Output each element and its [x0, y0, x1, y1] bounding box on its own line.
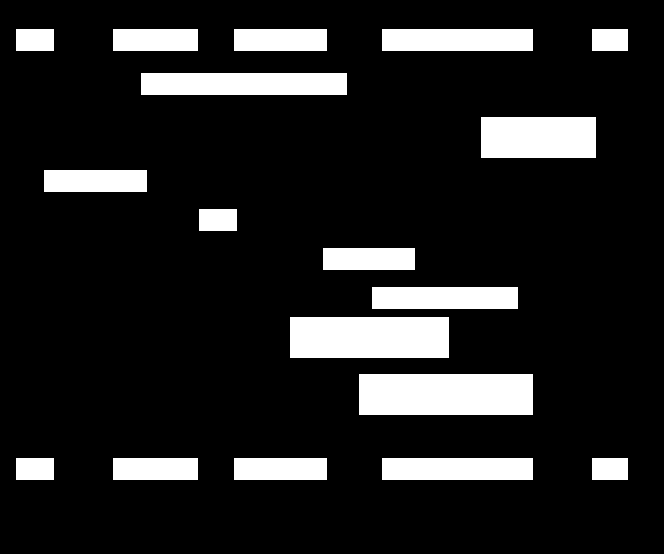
message-label-open-output-with-preferred-mixer-config: open output with preferred mixer config [290, 317, 449, 431]
message-line-1: cache preferred [483, 157, 589, 174]
lifeline-header-audioflinger-top: AudioFlinger [234, 29, 327, 86]
lifeline-header-hal-bottom: HAL [592, 458, 628, 515]
lifeline-header-audiotrack-top: AudioTrack [113, 29, 198, 86]
message-line-2: mixer attributes [483, 214, 586, 231]
lifeline-header-audiopolicymanager-top-label: AudioPolicyManager [384, 69, 522, 86]
message-label-set-preferred-mixer-attributes: setPreferredMixerAttributes [141, 73, 347, 130]
message-label-close-output: close output [323, 248, 415, 305]
lifeline-header-audiotrack-bottom: AudioTrack [113, 458, 198, 515]
message-label-close-output-stream: close output stream [372, 287, 518, 344]
message-label-open-output-stream-with-preferred-mixer-config: open output stream with preferred mixer … [359, 374, 533, 488]
message-line-1: open output with [314, 357, 425, 374]
lifeline-header-hal-top-label: HAL [594, 69, 624, 86]
lifeline-header-app-top-label: APP [18, 69, 49, 86]
message-label-start-playback: start playback [44, 170, 147, 227]
message-line-1: setPreferredMixerAttributes [152, 113, 336, 130]
lifeline-header-audiopolicymanager-top: AudioPolicyManager [382, 29, 533, 86]
sequence-diagram-canvas: APP AudioTrack AudioFlinger AudioPolicyM… [16, 29, 628, 515]
message-label-cache-preferred-mixer-attributes: cache preferred mixer attributes [481, 117, 596, 231]
message-line-1: open output stream with [365, 414, 527, 431]
message-line-1: start playback [49, 210, 142, 227]
lifeline-header-hal-top: HAL [592, 29, 628, 86]
lifeline-header-audioflinger-bottom: AudioFlinger [234, 458, 327, 515]
message-label-start: start [199, 209, 237, 266]
lifeline-header-app-top: APP [16, 29, 54, 86]
lifeline-header-app-bottom: APP [16, 458, 54, 515]
lifeline-header-audiopolicymanager-bottom: AudioPolicyManager [382, 458, 533, 515]
message-line-2: preferred mixer config [296, 414, 443, 431]
message-line-1: start [203, 249, 233, 266]
